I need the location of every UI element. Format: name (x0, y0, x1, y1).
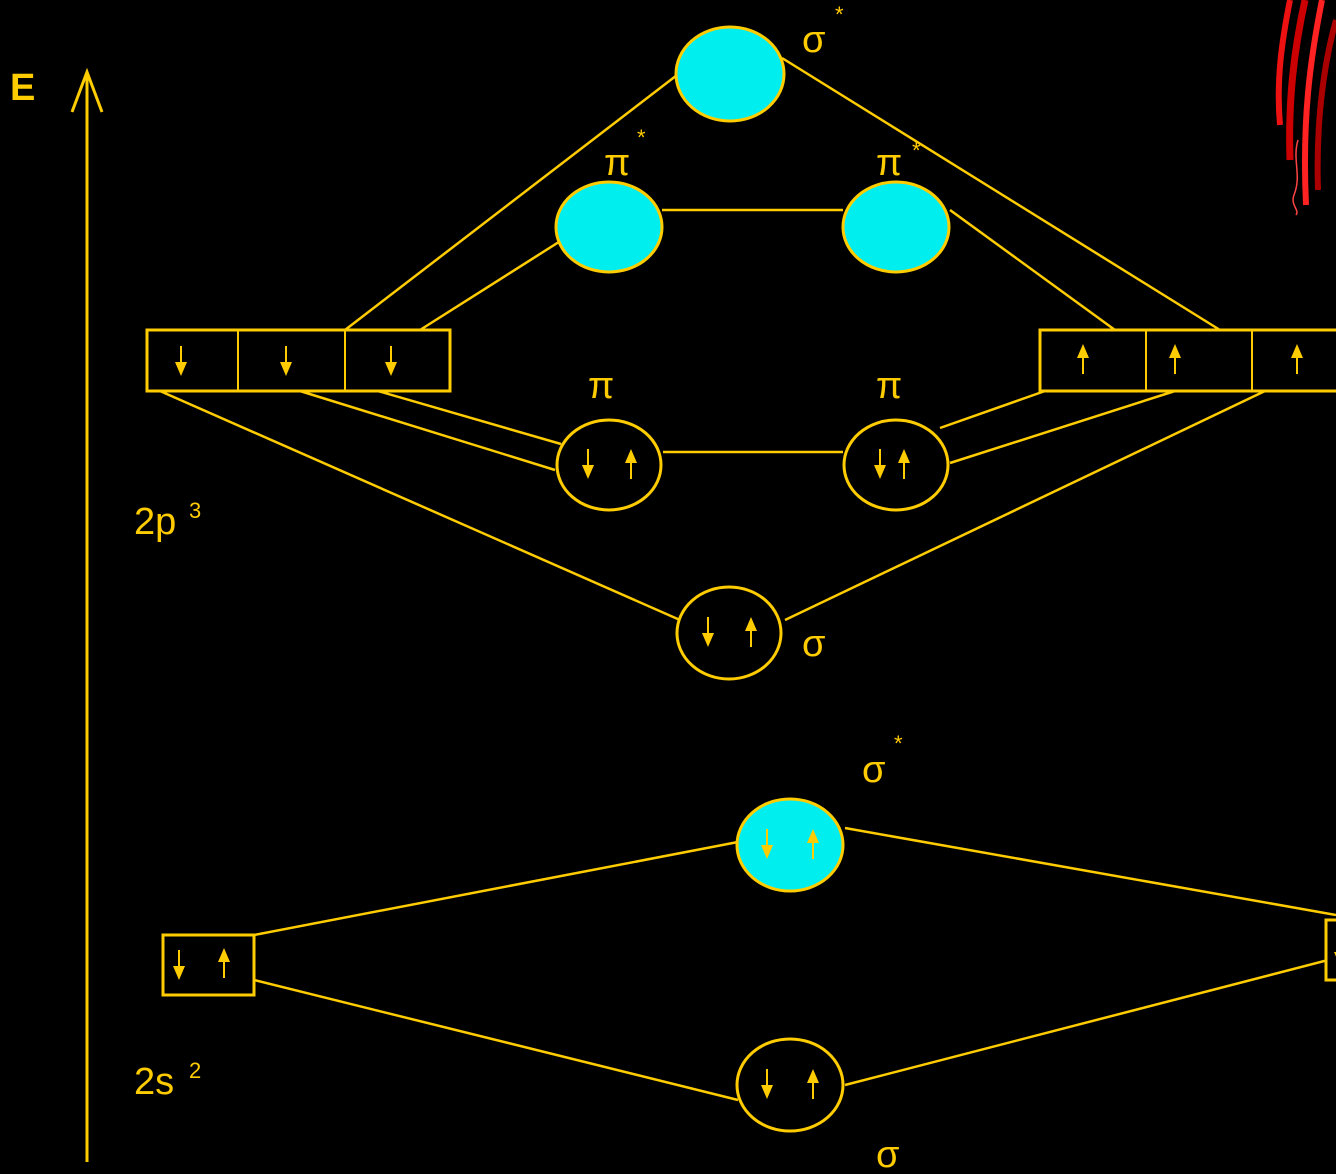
electron-down-arrow (582, 449, 594, 479)
mo-sigma-star-2s (735, 797, 845, 893)
label-sigma-star-2s-star: * (894, 731, 903, 756)
electron-up-arrow (745, 617, 757, 647)
line-left-to-sigma-2s (253, 978, 739, 1102)
label-sigma-star-2p: σ (802, 19, 825, 61)
label-pi-star-right-star: * (912, 138, 921, 163)
line-right-to-sigma (784, 389, 1266, 622)
line-left-to-pi-star (419, 238, 563, 332)
energy-axis-label: E (10, 67, 35, 109)
label-sigma-star-2p-star: * (835, 2, 844, 27)
left-2p-atomic-orbitals (145, 328, 452, 393)
line-left-to-pi-a (299, 389, 556, 472)
electron-down-arrow (761, 829, 773, 859)
connector-lines-2s (253, 826, 1336, 1102)
mo-pi-star-left (554, 180, 664, 274)
mo-pi-star-right (841, 180, 951, 274)
label-pi-left: π (588, 365, 614, 407)
orbital-labels: σ * π * π * π π σ σ * σ (588, 2, 921, 1174)
right-2s-atomic-orbital (1324, 918, 1336, 982)
line-right-to-sigma-star (781, 56, 1221, 332)
line-left-to-pi-b (377, 389, 562, 446)
connector-lines-2p (159, 56, 1266, 622)
red-flame-decoration (1275, 0, 1336, 216)
energy-axis: E (10, 67, 104, 1162)
energy-axis-arrowhead (70, 67, 104, 113)
mo-sigma-2p (675, 585, 783, 681)
electron-down-arrow (385, 346, 397, 376)
electron-up-arrow (1291, 344, 1303, 374)
mo-sigma-star-2p (674, 25, 786, 123)
left-2s-atomic-orbital (161, 933, 256, 997)
line-left-to-sigma-star (344, 71, 682, 331)
label-2s: 2s (134, 1061, 174, 1103)
electron-up-arrow (1077, 344, 1089, 374)
label-pi-star-left-star: * (637, 125, 646, 150)
label-2p: 2p (134, 501, 176, 543)
electron-up-arrow (1169, 344, 1181, 374)
line-right-to-pi-b (949, 389, 1176, 465)
mo-pi-right (842, 418, 950, 512)
label-pi-right: π (876, 365, 902, 407)
line-left-to-sigma-star-2s (253, 840, 739, 937)
line-right-to-pi-star (949, 208, 1116, 332)
label-sigma-2s: σ (876, 1134, 899, 1174)
line-right-to-pi-a (939, 389, 1046, 430)
label-sigma-2p: σ (802, 623, 825, 665)
electron-up-arrow (218, 948, 230, 978)
electron-down-arrow (702, 617, 714, 647)
electron-down-arrow (175, 346, 187, 376)
line-left-to-sigma (159, 389, 681, 622)
electron-down-arrow (280, 346, 292, 376)
electron-up-arrow (898, 449, 910, 479)
label-pi-star-right: π (876, 142, 902, 184)
label-sigma-star-2s: σ (862, 749, 885, 791)
label-2p-exponent: 3 (189, 498, 201, 523)
label-pi-star-left: π (604, 142, 630, 184)
electron-down-arrow (173, 950, 185, 980)
label-2s-exponent: 2 (189, 1058, 201, 1083)
electron-up-arrow (807, 829, 819, 859)
level-labels: 2p 3 2s 2 (134, 498, 201, 1103)
electron-down-arrow (874, 449, 886, 479)
electron-up-arrow (625, 449, 637, 479)
mo-sigma-2s (735, 1037, 845, 1133)
line-right-to-sigma-star-2s (844, 826, 1336, 917)
right-2p-atomic-orbitals (1038, 328, 1336, 393)
line-right-to-sigma-2s (844, 956, 1336, 1087)
electron-up-arrow (807, 1069, 819, 1099)
electron-down-arrow (761, 1069, 773, 1099)
mo-pi-left (555, 418, 663, 512)
